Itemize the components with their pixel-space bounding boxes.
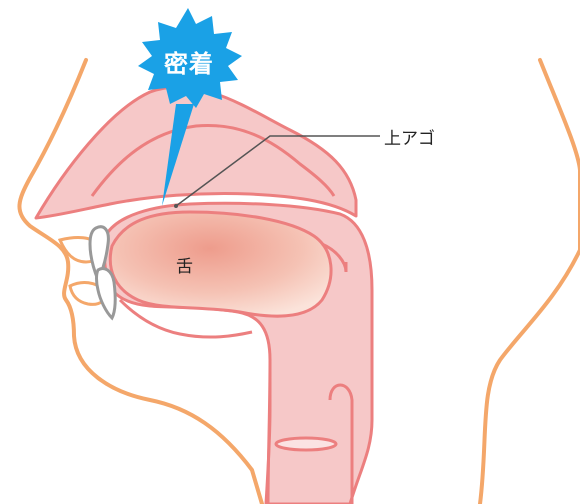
lower-front-tooth	[97, 269, 116, 319]
back-of-neck-outline	[480, 60, 580, 504]
palate-contact-point	[174, 204, 178, 208]
tongue-label: 舌	[176, 252, 193, 277]
palate-label: 上アゴ	[384, 124, 435, 149]
trachea-ring	[276, 438, 336, 450]
tongue	[110, 212, 331, 316]
badge-label: 密着	[150, 44, 228, 79]
